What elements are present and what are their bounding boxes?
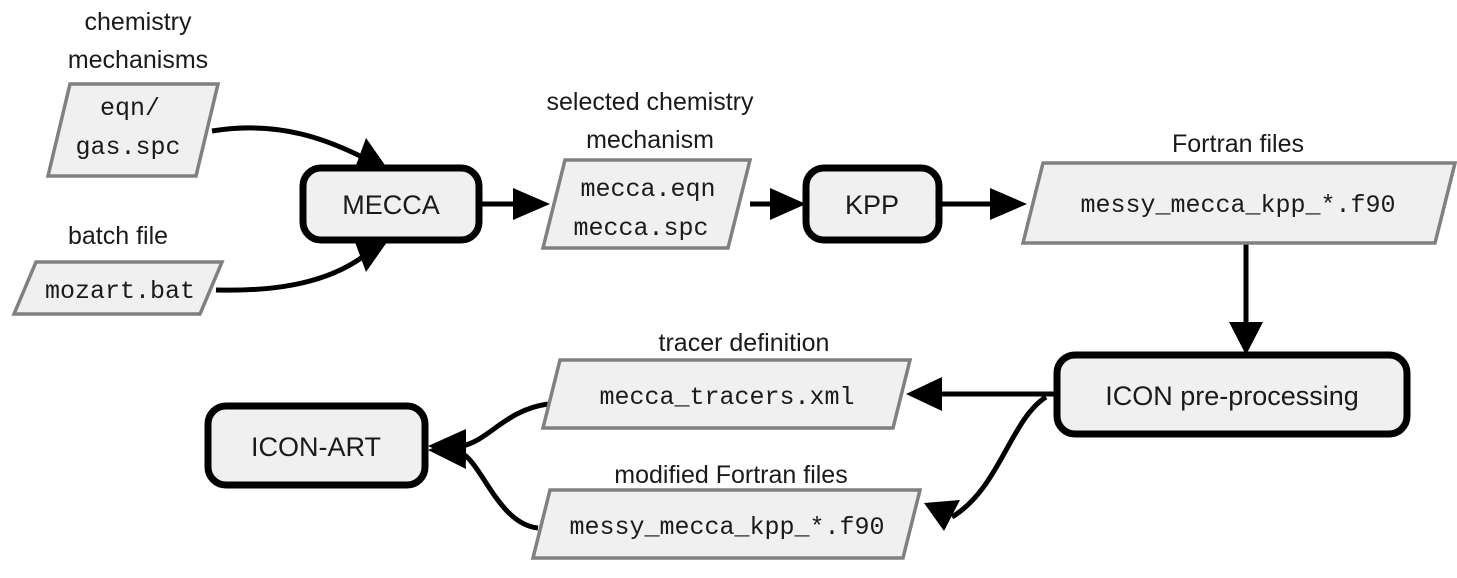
node-mozart-bat[interactable]: mozart.bat	[11, 260, 225, 316]
edge-iconpre-to-tracers	[906, 377, 1054, 411]
caption-modified-fortran-files: modified Fortran files	[614, 461, 847, 489]
node-kpp[interactable]: KPP	[802, 164, 943, 244]
node-mecca[interactable]: MECCA	[299, 164, 483, 244]
node-mecca-files[interactable]: mecca.eqn mecca.spc	[540, 158, 753, 250]
node-icon-preprocessing-label: ICON pre-processing	[1105, 381, 1359, 411]
node-eqn-gas-spc-line2: gas.spc	[75, 133, 180, 162]
node-eqn-gas-spc-line1: eqn/	[100, 94, 160, 123]
node-mecca-tracers-xml[interactable]: mecca_tracers.xml	[540, 358, 913, 430]
caption-chemistry-mechanisms-line1: chemistry	[85, 8, 192, 36]
caption-batch-file: batch file	[68, 222, 168, 250]
node-modified-fortran-files[interactable]: messy_mecca_kpp_*.f90	[530, 488, 923, 560]
node-kpp-label: KPP	[845, 190, 899, 220]
edge-iconpre-to-modfortran	[924, 394, 1048, 531]
edge-mecca-to-meccafiles	[481, 188, 550, 220]
node-eqn-gas-spc[interactable]: eqn/ gas.spc	[45, 82, 221, 178]
node-mecca-label: MECCA	[342, 190, 440, 220]
node-fortran-files[interactable]: messy_mecca_kpp_*.f90	[1020, 161, 1457, 245]
node-mecca-eqn-label: mecca.eqn	[580, 175, 715, 204]
node-fortran-files-label: messy_mecca_kpp_*.f90	[1080, 191, 1395, 220]
edge-modfortran-to-iconart	[428, 435, 539, 531]
caption-fortran-files: Fortran files	[1172, 130, 1304, 158]
node-mecca-tracers-xml-label: mecca_tracers.xml	[599, 383, 854, 412]
node-icon-preprocessing[interactable]: ICON pre-processing	[1053, 351, 1411, 438]
node-mecca-spc-label: mecca.spc	[573, 214, 708, 243]
node-icon-art-label: ICON-ART	[251, 432, 381, 462]
caption-chemistry-mechanisms-line2: mechanisms	[68, 46, 208, 74]
caption-selected-mechanism-line1: selected chemistry	[546, 88, 754, 116]
edge-fortranfiles-to-iconpre	[1229, 243, 1263, 355]
node-mozart-bat-label: mozart.bat	[45, 277, 195, 306]
edge-meccafiles-to-kpp	[750, 188, 806, 220]
node-icon-art[interactable]: ICON-ART	[204, 402, 429, 489]
caption-selected-mechanism-line2: mechanism	[586, 126, 714, 154]
node-modified-fortran-files-label: messy_mecca_kpp_*.f90	[569, 513, 884, 542]
edge-kpp-to-fortranfiles	[942, 188, 1027, 220]
caption-tracer-definition: tracer definition	[659, 329, 830, 357]
